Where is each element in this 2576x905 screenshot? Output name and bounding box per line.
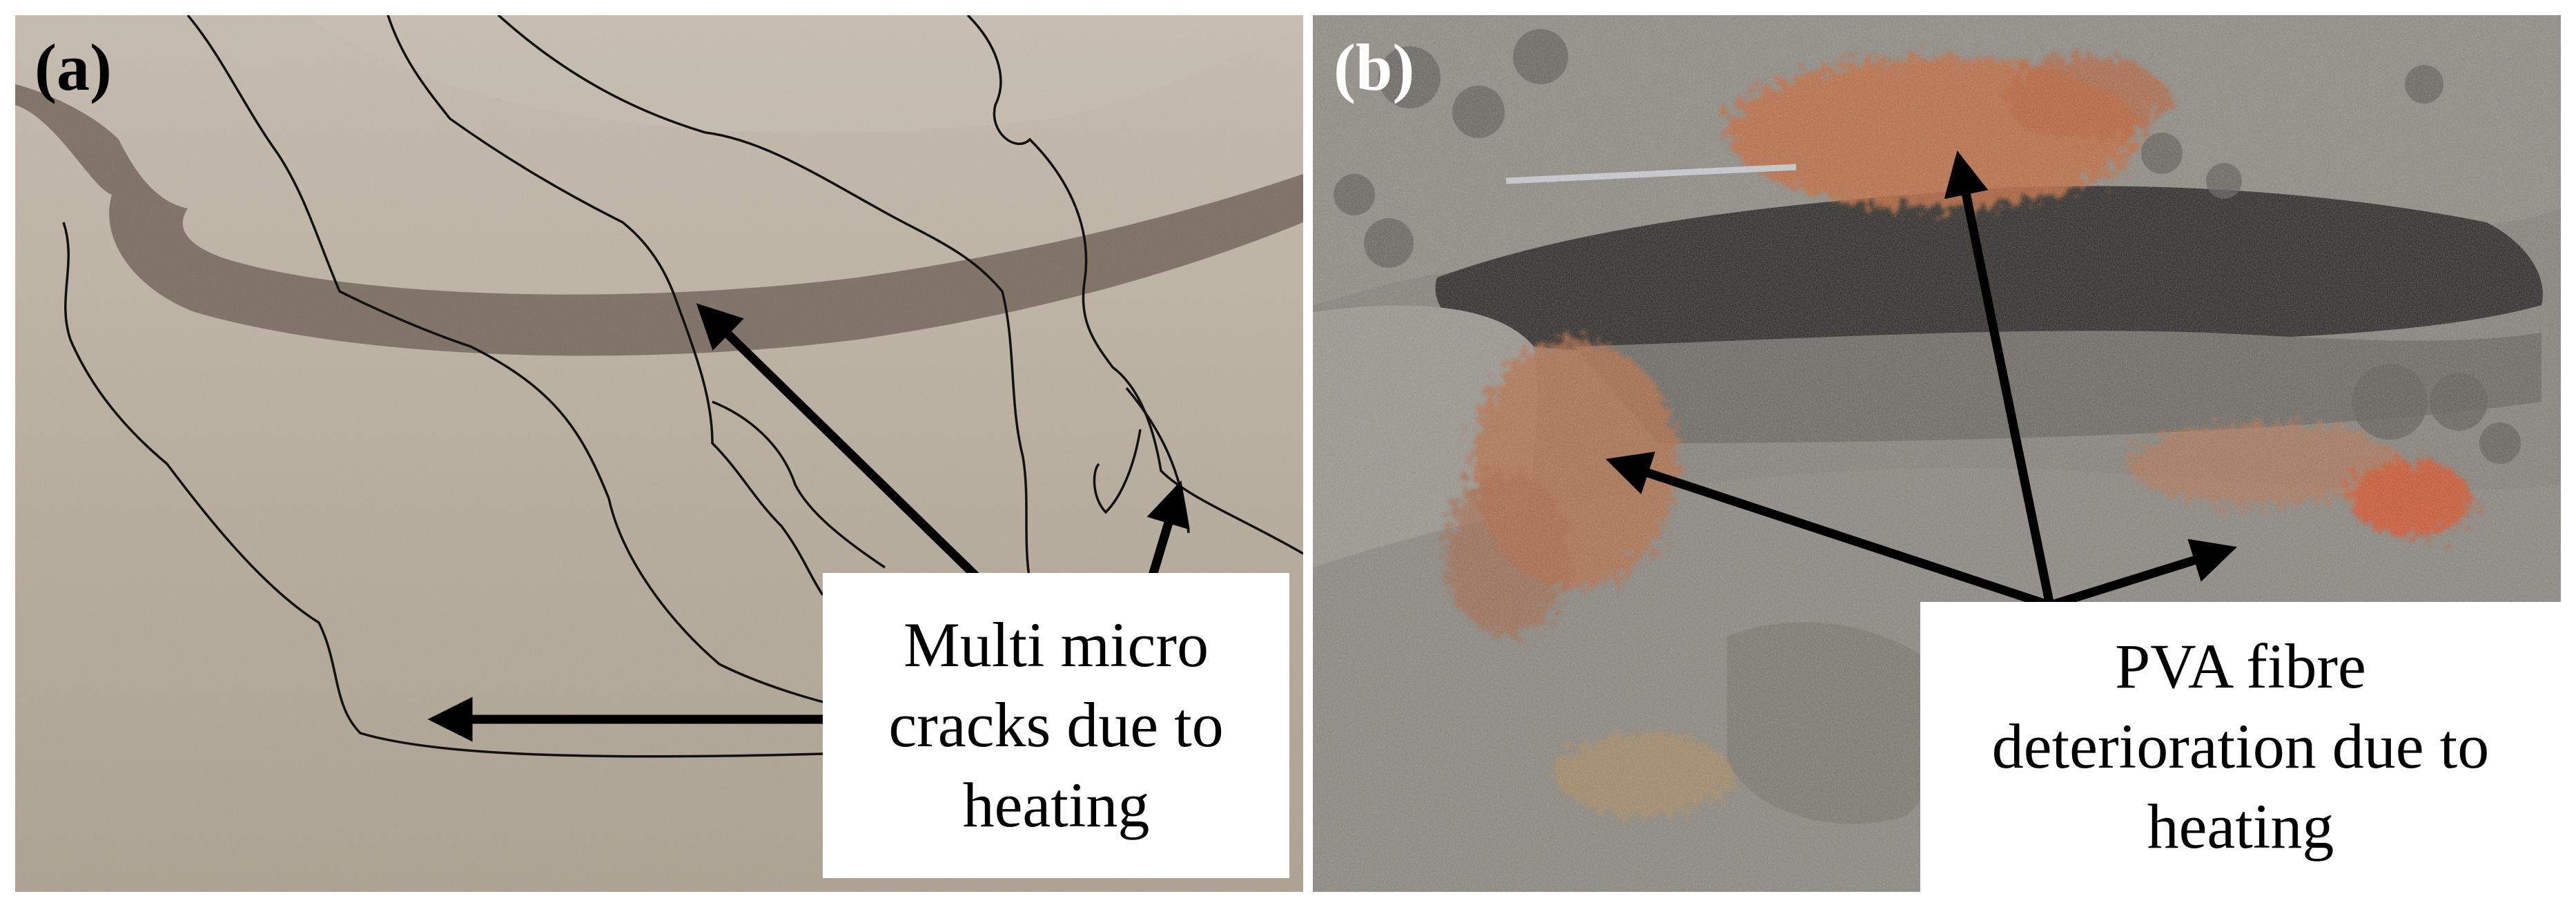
arrow-to-left-fibres <box>1606 451 2052 610</box>
panel-label-a: (a) <box>35 30 112 104</box>
callout-micro-cracks: Multi micro cracks due to heating <box>823 573 1289 878</box>
callout-line: Multi micro <box>903 610 1209 681</box>
arrow-to-upper-fibres <box>1944 150 2055 607</box>
crack-traces <box>62 15 1303 758</box>
callout-line: deterioration due to <box>1991 711 2490 782</box>
callout-line: PVA fibre <box>2115 631 2366 702</box>
callout-pva-fibre: PVA fibre deterioration due to heating <box>1920 602 2561 892</box>
callout-pva-fibre-text: PVA fibre deterioration due to heating <box>1992 627 2489 867</box>
callout-micro-cracks-text: Multi micro cracks due to heating <box>888 605 1223 846</box>
callout-line: heating <box>2147 790 2334 862</box>
arrow-to-central-crack <box>696 303 999 599</box>
panel-label-b: (b) <box>1334 30 1415 104</box>
fibre-pointer-arrows <box>1606 150 2238 610</box>
arrow-to-right-fibres <box>2049 538 2238 610</box>
callout-line: cracks due to <box>888 690 1224 761</box>
callout-line: heating <box>962 769 1150 840</box>
